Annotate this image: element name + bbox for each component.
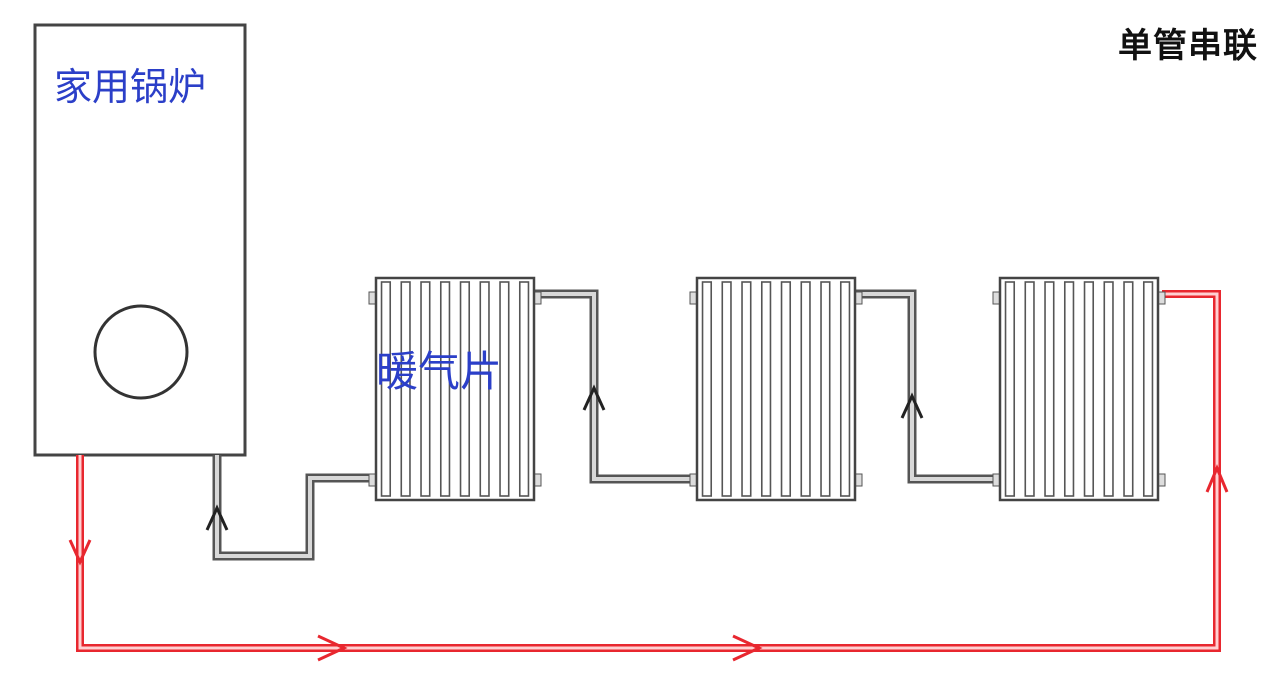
boiler-label: 家用锅炉 <box>54 65 207 109</box>
radiator-body <box>695 276 857 502</box>
radiator-body <box>998 276 1160 502</box>
radiator-label: 暖气片 <box>376 347 503 396</box>
return-pipe <box>212 455 376 561</box>
radiator-fin <box>1044 281 1055 497</box>
radiator-fin <box>459 281 471 497</box>
arrow-right-icon <box>732 634 763 662</box>
radiator-fin <box>780 281 792 497</box>
radiator-fin <box>820 281 831 497</box>
radiators <box>368 276 1166 502</box>
flow-arrows <box>68 384 1229 662</box>
radiator-3 <box>992 276 1166 502</box>
radiator-fin <box>1103 281 1114 497</box>
radiator-fin <box>1004 281 1016 497</box>
radiator-fin <box>1063 281 1075 497</box>
arrow-up-icon <box>900 392 924 419</box>
radiator-fin <box>721 281 732 497</box>
radiator-fin <box>518 281 530 497</box>
radiator-2 <box>689 276 863 502</box>
boiler-burner-circle <box>93 304 189 400</box>
radiator-fin <box>760 281 772 497</box>
radiator-fin <box>701 281 713 497</box>
arrow-up-icon <box>582 384 606 411</box>
arrow-right-icon <box>317 634 348 662</box>
radiator-fin <box>479 281 490 497</box>
radiator-fin <box>499 281 510 497</box>
radiator-fin <box>439 281 451 497</box>
radiator-fin <box>741 281 752 497</box>
radiator-fin <box>800 281 811 497</box>
hot-supply-pipe <box>76 290 1221 652</box>
radiator-fin <box>839 281 851 497</box>
radiator-fin <box>1024 281 1035 497</box>
arrow-up-icon <box>205 504 229 531</box>
arrow-up-icon <box>1205 464 1229 493</box>
connector-pipe-2-3 <box>855 289 1000 484</box>
page-title: 单管串联 <box>1118 26 1258 66</box>
radiator-1 <box>368 276 542 502</box>
radiator-fin <box>400 281 411 497</box>
radiator-fin <box>420 281 431 497</box>
radiator-fin <box>1142 281 1154 497</box>
radiator-fin <box>1123 281 1134 497</box>
connector-pipe-1-2 <box>535 289 697 484</box>
radiator-fin <box>380 281 392 497</box>
arrow-down-icon <box>68 539 92 566</box>
radiator-fin <box>1083 281 1095 497</box>
